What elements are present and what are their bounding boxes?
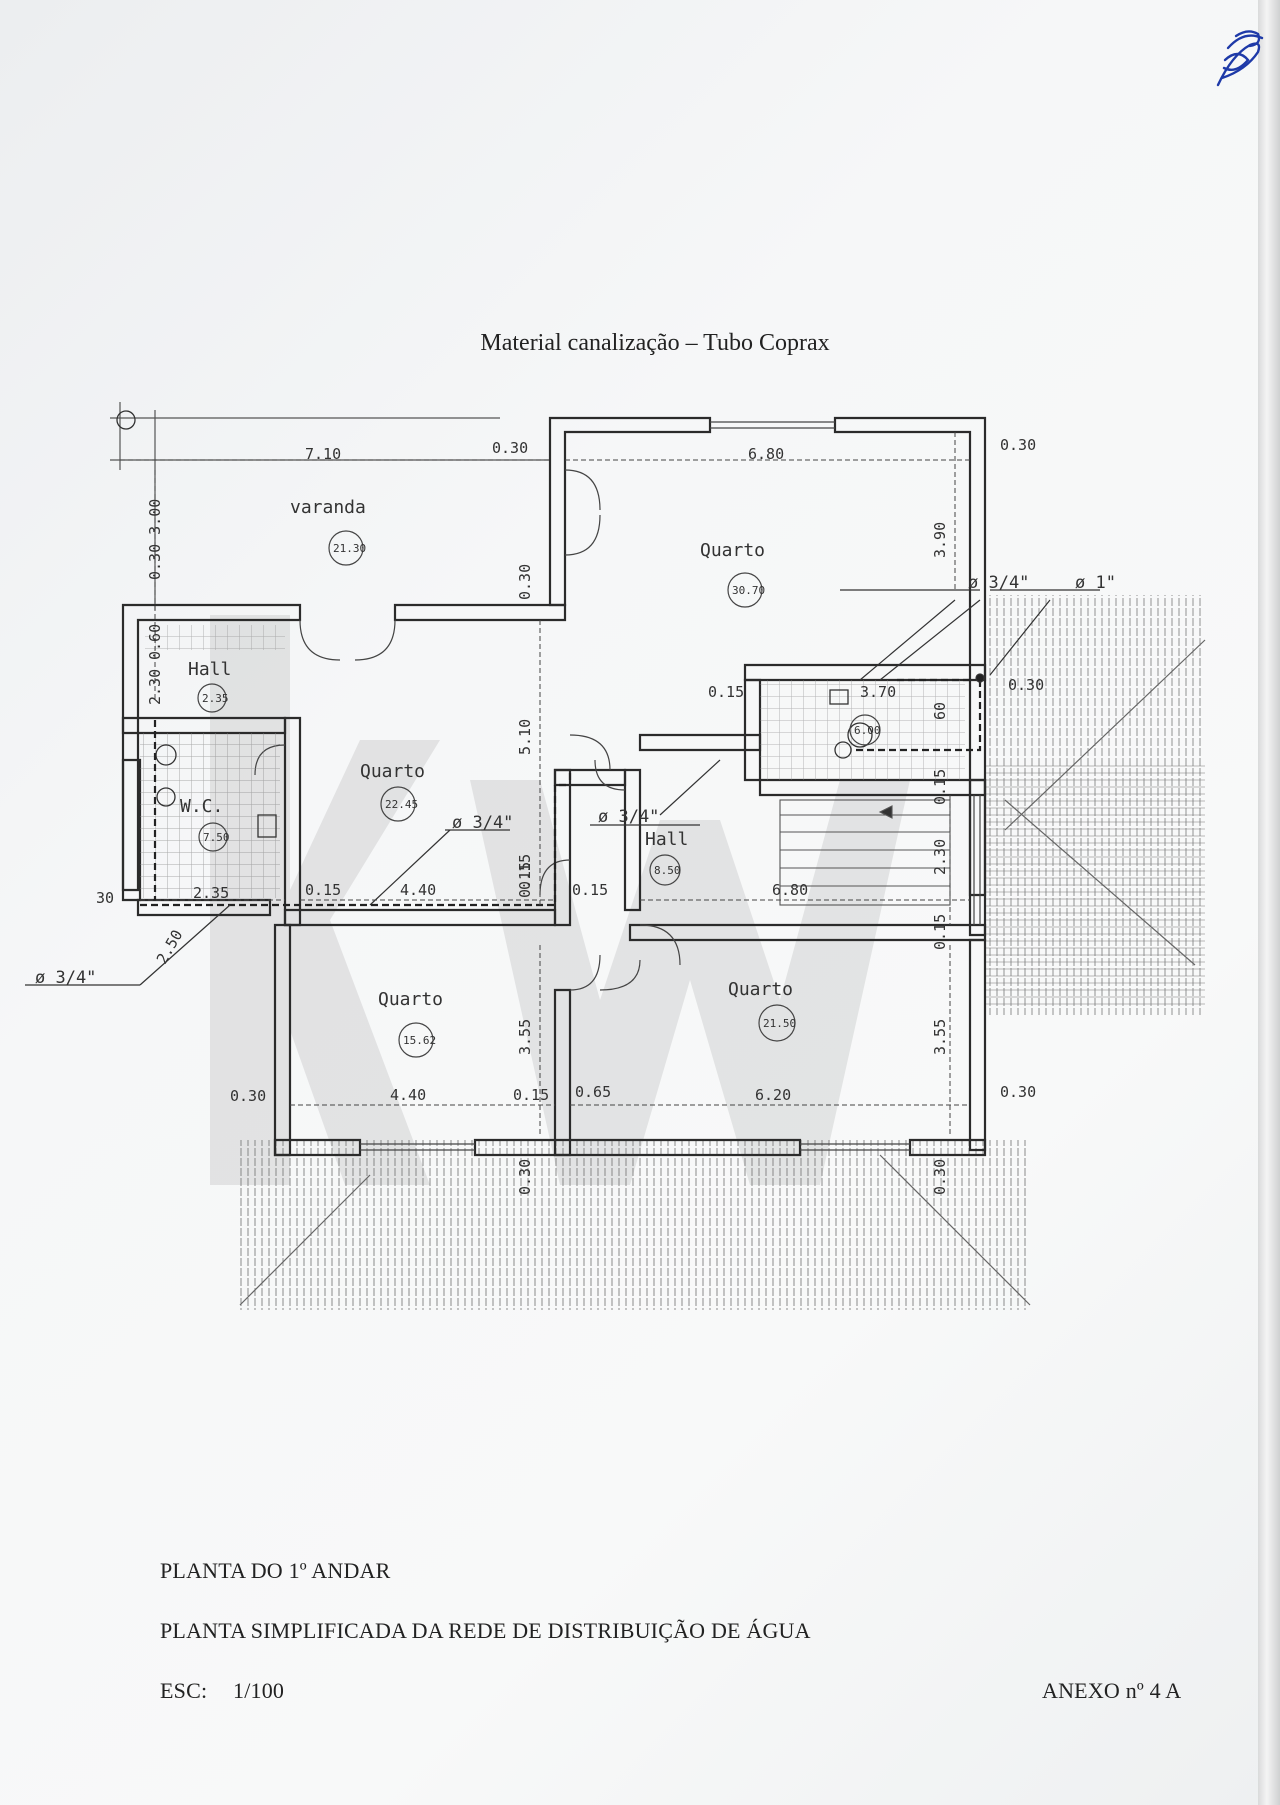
pipe-leaders bbox=[25, 589, 1100, 986]
dim-top-right-width: 6.80 bbox=[748, 445, 784, 463]
paper-stack-edge bbox=[1258, 0, 1280, 1805]
room-area-quarto-top: 30.70 bbox=[732, 584, 765, 597]
dim-right-height: 3.90 bbox=[931, 522, 949, 558]
pipe-label-entry: ø 3/4" bbox=[35, 968, 96, 988]
page-heading: Material canalização – Tubo Coprax bbox=[480, 330, 830, 356]
room-area-kitchen: 6.00 bbox=[854, 724, 881, 737]
room-name-quarto-bottom-right: Quarto bbox=[728, 979, 793, 1000]
dim-wc-width: 2.35 bbox=[193, 884, 229, 902]
footer-annex: ANEXO nº 4 A bbox=[1042, 1678, 1182, 1703]
pipe-label-kitchen-a: ø 3/4" bbox=[968, 573, 1029, 593]
dim-kitchen-wall: 0.15 bbox=[708, 683, 744, 701]
room-area-hall-large: 8.50 bbox=[654, 864, 681, 877]
room-name-quarto-top: Quarto bbox=[700, 540, 765, 561]
room-name-hall-small: Hall bbox=[188, 659, 231, 680]
dim-top-left-width: 7.10 bbox=[305, 445, 341, 463]
dim-wc-left: 30 bbox=[96, 889, 114, 907]
dim-hall-wall-v: 0.15 bbox=[931, 769, 949, 805]
dim-wall-c: 0.15 bbox=[572, 881, 608, 899]
dim-lower-wall: 0.15 bbox=[931, 914, 949, 950]
handwritten-initials bbox=[1216, 30, 1264, 87]
dim-room-a-width: 4.40 bbox=[400, 881, 436, 899]
dim-bottom-depth-b: 0.30 bbox=[931, 1159, 949, 1195]
dim-right-wall: 0.30 bbox=[1008, 676, 1044, 694]
dim-vertical-wall: 0.15 bbox=[516, 854, 534, 890]
dim-room-height: 5.10 bbox=[516, 719, 534, 755]
dim-bottom-wall-a: 0.15 bbox=[513, 1086, 549, 1104]
dim-bottom-wall-left: 0.30 bbox=[230, 1087, 266, 1105]
dim-bottom-room-a: 4.40 bbox=[390, 1086, 426, 1104]
dim-hall-width: 6.80 bbox=[772, 881, 808, 899]
dimension-lines bbox=[120, 432, 970, 1135]
dim-hall-height-v: 2.30 bbox=[931, 839, 949, 875]
doors bbox=[254, 469, 681, 991]
dim-hall-height: 2.30 bbox=[146, 669, 164, 705]
dim-top-wall-left: 0.30 bbox=[492, 439, 528, 457]
room-area-hall-small: 2.35 bbox=[202, 692, 229, 705]
dim-left-stack: 0.30 3.00 bbox=[146, 499, 164, 580]
water-pipes bbox=[140, 678, 982, 907]
room-name-wc: W.C. bbox=[180, 796, 223, 817]
room-area-quarto-bottom-right: 21.50 bbox=[763, 1017, 796, 1030]
dim-top-wall-right: 0.30 bbox=[1000, 436, 1036, 454]
pipe-label-room: ø 3/4" bbox=[452, 813, 513, 833]
room-name-quarto-mid: Quarto bbox=[360, 761, 425, 782]
dim-bottom-depth-a: 0.30 bbox=[516, 1159, 534, 1195]
windows bbox=[360, 421, 981, 1151]
dim-kitchen-width: 3.70 bbox=[860, 683, 896, 701]
dim-wall-b: 0.15 bbox=[516, 862, 534, 898]
footer-scale-value: 1/100 bbox=[233, 1678, 285, 1703]
room-name-hall-large: Hall bbox=[645, 829, 688, 850]
dim-lower-left-height: 3.55 bbox=[516, 1019, 534, 1055]
tile-hatching bbox=[140, 625, 965, 898]
dim-bottom-room-b: 6.20 bbox=[755, 1086, 791, 1104]
room-area-varanda: 21.30 bbox=[333, 542, 366, 555]
dim-hall-wall: 0.60 bbox=[146, 624, 164, 660]
roof-hatching bbox=[239, 595, 1206, 1310]
dimension-labels: 7.10 0.30 6.80 0.30 3.90 0.30 3.00 0.30 … bbox=[96, 436, 1044, 1195]
dim-lower-right-height: 3.55 bbox=[931, 1019, 949, 1055]
room-area-quarto-mid: 22.45 bbox=[385, 798, 418, 811]
dim-wc-depth: 2.50 bbox=[153, 927, 187, 967]
footer-plan-title: PLANTA DO 1º ANDAR bbox=[160, 1558, 391, 1583]
dim-kitchen-height: 60 bbox=[931, 702, 949, 720]
dim-bottom-wall-right: 0.30 bbox=[1000, 1083, 1036, 1101]
room-name-quarto-bottom-left: Quarto bbox=[378, 989, 443, 1010]
room-labels: varanda 21.30 Quarto 30.70 Hall 2.35 W.C… bbox=[180, 497, 881, 1058]
pipe-label-hall: ø 3/4" bbox=[598, 807, 659, 827]
dim-wall-a: 0.15 bbox=[305, 881, 341, 899]
dim-balcony-wall: 0.30 bbox=[516, 564, 534, 600]
room-area-quarto-bottom-left: 15.62 bbox=[403, 1034, 436, 1047]
room-area-wc: 7.50 bbox=[203, 831, 230, 844]
footer-plan-subtitle: PLANTA SIMPLIFICADA DA REDE DE DISTRIBUI… bbox=[160, 1618, 811, 1643]
footer-scale-label: ESC: bbox=[160, 1678, 208, 1703]
pipe-label-kitchen-b: ø 1" bbox=[1075, 573, 1116, 593]
sanitary-fixtures bbox=[116, 410, 873, 838]
room-name-varanda: varanda bbox=[290, 497, 366, 518]
pipe-diameter-labels: ø 3/4" ø 1" ø 3/4" ø 3/4" ø 3/4" bbox=[35, 573, 1116, 988]
dim-bottom-wall-b: 0.65 bbox=[575, 1083, 611, 1101]
